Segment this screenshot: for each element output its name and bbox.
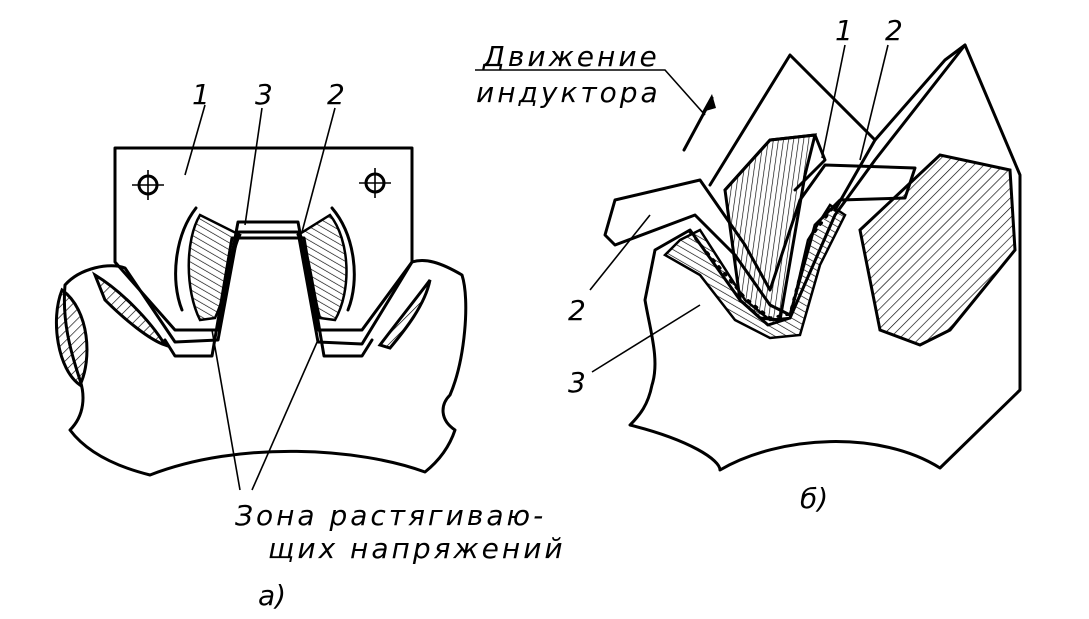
coil-strip-b [603,163,917,317]
tooth-top-face-b [708,53,877,212]
motion-label-line1: Движение [481,40,660,73]
hardened-zone-b [662,203,847,340]
leader-2-a [301,107,336,233]
coil-contour-a [163,236,374,358]
leader-2-left-b [589,214,651,291]
hardened-zone-left-a [187,213,242,322]
label-2-a: 2 [327,78,345,111]
left-flank-a [91,271,169,348]
leader-2-top-b [859,44,889,161]
leader-3-b [591,304,701,373]
label-2-left-b: 2 [568,294,586,327]
coil-strip-edge-b [604,234,616,246]
label-3-b: 3 [568,366,586,399]
left-tooth-face-a [55,287,89,388]
motion-label-line2: индуктора [476,76,661,109]
tooth-right-face-b [873,43,967,142]
caption-a-line2: щих напряжений [268,532,566,565]
leader-zone-left [211,329,241,491]
label-3-a: 3 [255,78,273,111]
leader-1-b [821,44,846,159]
figure-b: Движение индуктора 1 2 2 3 б) [475,14,1022,515]
inductor-plate-a [113,146,414,332]
inductor-bar-top-b [723,133,827,192]
coil-shell-right-a [330,206,356,312]
leader-1-a [184,104,206,176]
caption-a-line1: Зона растягиваю- [235,499,546,532]
tooth-face-right-b [858,153,1017,347]
label-1-a: 1 [192,78,210,111]
label-1-b: 1 [835,14,853,47]
hardened-zone-right-a [296,213,348,322]
motion-arrow-head [702,94,716,112]
mount-hole-right [359,168,391,198]
sub-caption-b: б) [800,482,828,515]
leader-3-a [244,107,263,226]
mount-hole-left [132,170,164,200]
right-flank-a [377,279,432,350]
label-2-top-b: 2 [885,14,903,47]
coil-shell-left-a [174,206,198,312]
motion-leader [475,69,706,116]
figure-a: 1 3 2 Зона растягиваю- щих напряжений а) [55,78,566,612]
leader-zone-right [251,339,319,491]
sub-caption-a: а) [258,579,286,612]
gear-block-b [628,43,1022,472]
